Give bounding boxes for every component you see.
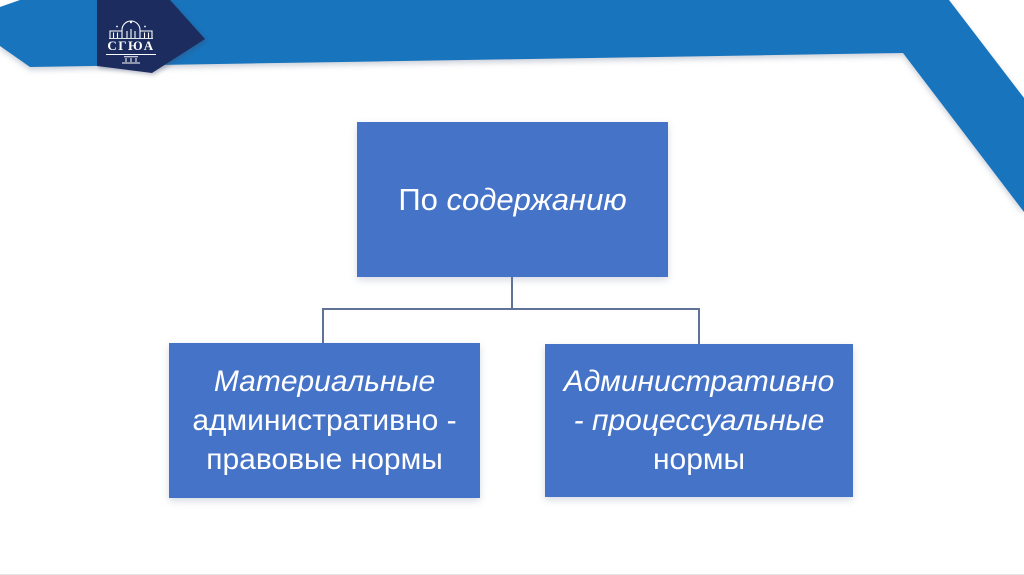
root-label-normal: По — [398, 181, 447, 217]
temple-building-icon — [109, 20, 153, 39]
connector-root-stem — [511, 277, 513, 310]
root-label-italic: содержанию — [446, 181, 627, 217]
node-line: нормы — [652, 443, 746, 476]
academy-logo-text: СГЮА — [106, 38, 156, 55]
diagram-node-procedural-norms: Административно - процессуальные нормы — [545, 344, 853, 497]
academy-pennant: СГЮА — [97, 0, 207, 76]
header-band-decoration — [0, 0, 1024, 212]
diagram-node-material-norms: Материальные административно - правовые … — [169, 343, 480, 498]
node-line: административно - — [192, 404, 457, 437]
diagram-root-label: По содержанию — [398, 182, 626, 218]
connector-left-drop — [322, 308, 324, 343]
academy-logo: СГЮА — [105, 20, 157, 64]
node-line: - процессуальные — [573, 404, 825, 437]
node-line: Административно — [563, 365, 835, 398]
node-line: Материальные — [213, 365, 436, 398]
diagram-root-node: По содержанию — [357, 122, 668, 277]
connector-crossbar — [322, 308, 700, 310]
node-line: правовые нормы — [206, 443, 443, 476]
connector-right-drop — [698, 308, 700, 344]
logo-pedestal-icon — [122, 56, 140, 64]
